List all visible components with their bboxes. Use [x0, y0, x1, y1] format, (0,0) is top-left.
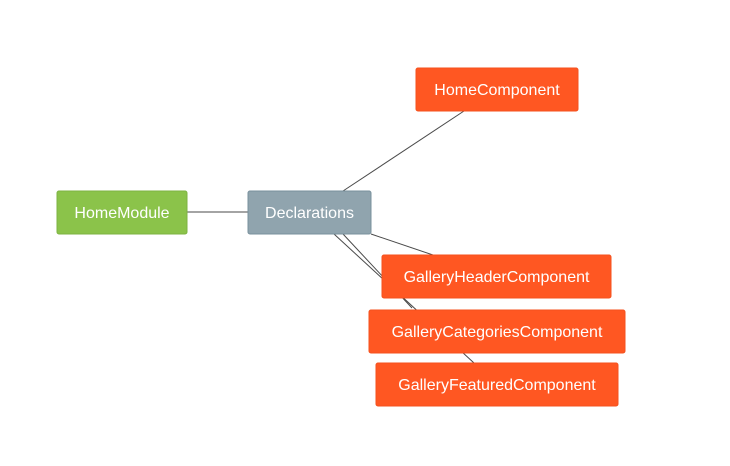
- node-home-component[interactable]: HomeComponent: [415, 67, 579, 112]
- node-home-component-label: HomeComponent: [434, 82, 560, 99]
- node-home-module-box: [56, 190, 188, 235]
- node-gallery-categories-component[interactable]: GalleryCategoriesComponent: [368, 309, 626, 354]
- edge-declarations-galleryheadercomponent: [370, 233, 434, 256]
- node-gallery-featured-component[interactable]: GalleryFeaturedComponent: [375, 362, 619, 407]
- node-declarations[interactable]: Declarations: [247, 190, 372, 235]
- node-home-module[interactable]: HomeModule: [56, 190, 188, 235]
- node-gallery-categories-component-label: GalleryCategoriesComponent: [392, 324, 603, 341]
- node-declarations-label: Declarations: [265, 205, 354, 222]
- node-gallery-header-component-label: GalleryHeaderComponent: [404, 269, 590, 286]
- node-gallery-header-component[interactable]: GalleryHeaderComponent: [381, 254, 612, 299]
- node-home-module-label: HomeModule: [74, 205, 169, 222]
- edge-declarations-homecomponent: [342, 110, 465, 192]
- node-declarations-box: [247, 190, 372, 235]
- node-gallery-header-component-box: [381, 254, 612, 299]
- node-gallery-featured-component-box: [375, 362, 619, 407]
- node-gallery-categories-component-box: [368, 309, 626, 354]
- node-gallery-featured-component-label: GalleryFeaturedComponent: [398, 377, 596, 394]
- node-home-component-box: [415, 67, 579, 112]
